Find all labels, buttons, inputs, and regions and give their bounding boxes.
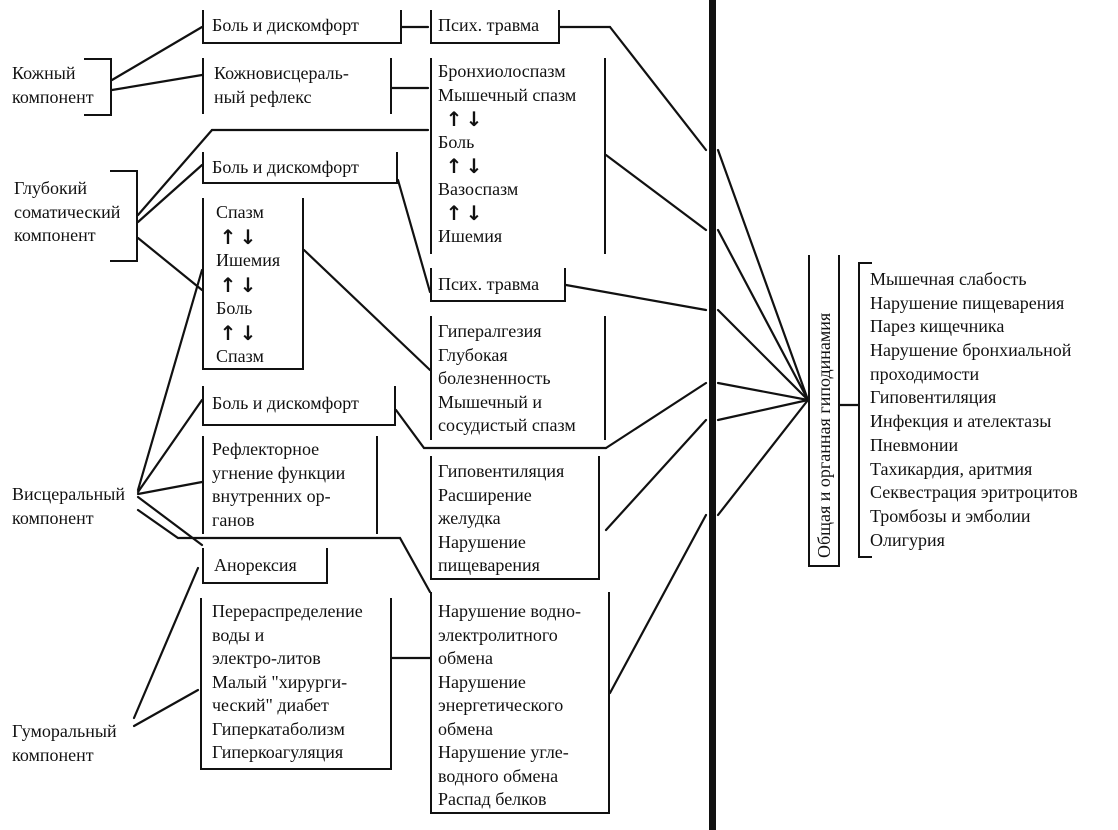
redistribution-box: Перераспределение воды и электро-литов М… xyxy=(212,601,363,762)
trauma-2-frame xyxy=(430,268,566,302)
cutaneo-visceral-reflex-box: Кожновисцераль- ный рефлекс xyxy=(214,63,349,107)
down-arrow-icon: ↓ xyxy=(239,273,257,297)
deep-somatic-component: Глубокий соматический компонент xyxy=(14,178,121,245)
up-arrow-icon: ↑ xyxy=(219,321,237,345)
skin-component: Кожный компонент xyxy=(12,63,94,107)
metabolism-frame xyxy=(430,592,610,814)
down-arrow-icon: ↓ xyxy=(239,321,257,345)
central-divider xyxy=(709,0,716,830)
skin-component-bracket xyxy=(84,58,112,116)
humoral-component: Гуморальный компонент xyxy=(12,721,117,765)
list-item: Тромбозы и эмболии xyxy=(870,505,1031,526)
anorexia-frame xyxy=(202,548,328,584)
reflex-inhibition-box: Рефлекторное угнение функции внутренних … xyxy=(212,439,346,530)
up-arrow-icon: ↑ xyxy=(445,154,463,178)
hypodynamia-label: Общая и органная гиподинамия xyxy=(814,312,834,558)
pain-box-2-frame xyxy=(202,152,398,184)
pain-box-3-frame xyxy=(202,386,396,426)
list-item: Гиповентиляция xyxy=(870,387,997,408)
cycle-arrows-1: ↑↓ xyxy=(218,226,258,248)
broncho-arrows-1: ↑↓ xyxy=(444,108,484,130)
down-arrow-icon: ↓ xyxy=(465,107,483,131)
hyperalgesia-frame xyxy=(430,316,606,440)
down-arrow-icon: ↓ xyxy=(239,225,257,249)
up-arrow-icon: ↑ xyxy=(219,273,237,297)
list-item: Мышечная слабость xyxy=(870,269,1027,289)
hypoventilation-box: Гиповентиляция Расширение желудка Наруше… xyxy=(438,461,565,575)
list-item: Парез кищечника xyxy=(870,316,1005,337)
pain-discomfort-box-3: Боль и дискомфорт xyxy=(212,393,359,413)
result-label-frame xyxy=(808,255,840,567)
visceral-component: Висцеральный компонент xyxy=(12,484,125,528)
hyperalgesia-box: Гипералгезия Глубокая болезненность Мыше… xyxy=(438,321,576,435)
cycle-box-frame xyxy=(202,198,304,370)
hypovent-frame xyxy=(430,456,600,580)
cycle-arrows-3: ↑↓ xyxy=(218,322,258,344)
list-item: Олигурия xyxy=(870,529,945,550)
result-list-bracket xyxy=(858,262,872,558)
list-item: Нарушение бронхиальной xyxy=(870,340,1072,361)
pain-discomfort-box-1: Боль и дискомфорт xyxy=(212,15,359,35)
broncho-arrows-3: ↑↓ xyxy=(444,202,484,224)
list-item: Тахикардия, аритмия xyxy=(870,458,1033,479)
anorexia-box: Анорексия xyxy=(214,555,297,575)
list-item: Нарушение пищеварения xyxy=(870,292,1065,313)
bronchospasm-cycle-box: Бронхиолоспазм Мышечный спазм Боль Вазос… xyxy=(438,61,577,246)
down-arrow-icon: ↓ xyxy=(465,154,483,178)
spasm-ischemia-cycle-box: Спазм Ишемия Боль Спазм xyxy=(216,202,281,366)
psych-trauma-box-2: Псих. травма xyxy=(438,274,540,294)
reflex-inhib-frame xyxy=(202,436,378,534)
psych-trauma-box-1: Псих. травма xyxy=(438,15,540,35)
up-arrow-icon: ↑ xyxy=(219,225,237,249)
reflex-box-frame xyxy=(202,58,392,114)
cycle-arrows-2: ↑↓ xyxy=(218,274,258,296)
trauma-1-frame xyxy=(430,10,560,44)
pain-discomfort-box-2: Боль и дискомфорт xyxy=(212,157,359,177)
broncho-frame xyxy=(430,58,606,254)
redistribution-frame xyxy=(200,598,392,770)
list-item: Секвестрация эритроцитов xyxy=(870,482,1078,503)
list-item: Пневмонии xyxy=(870,434,959,455)
deep-component-bracket xyxy=(110,170,138,262)
metabolism-box: Нарушение водно- электролитного обмена Н… xyxy=(438,601,581,809)
pain-box-1-frame xyxy=(202,10,402,44)
result-list: Мышечная слабость Нарушение пищеварения … xyxy=(870,268,1078,552)
list-item: проходимости xyxy=(870,363,980,384)
up-arrow-icon: ↑ xyxy=(445,107,463,131)
broncho-arrows-2: ↑↓ xyxy=(444,155,484,177)
list-item: Инфекция и ателектазы xyxy=(870,411,1052,432)
up-arrow-icon: ↑ xyxy=(445,201,463,225)
down-arrow-icon: ↓ xyxy=(465,201,483,225)
